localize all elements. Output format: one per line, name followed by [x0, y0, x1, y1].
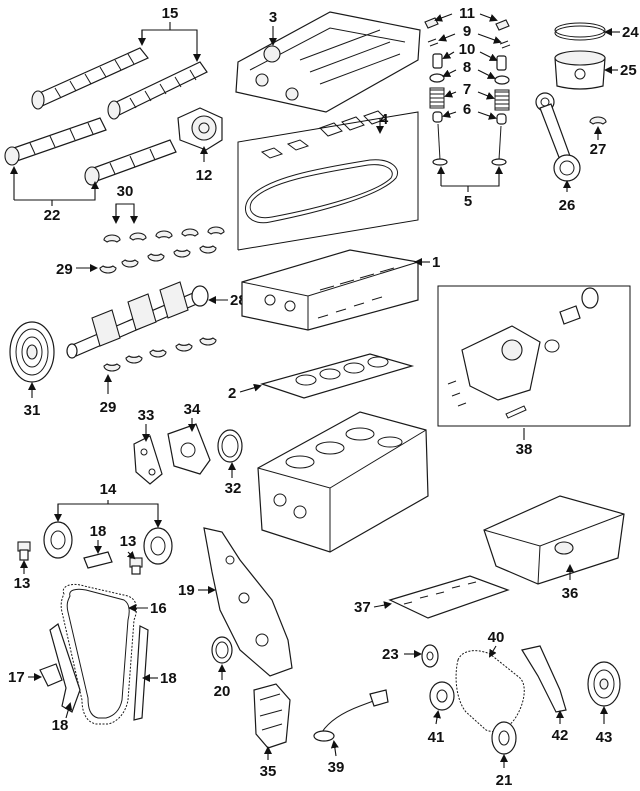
callout-19: 19 — [178, 582, 195, 599]
callout-27: 27 — [590, 141, 607, 158]
balance-chain-40[interactable] — [455, 650, 525, 733]
phaser-bolt-13b[interactable] — [129, 557, 143, 575]
callout-18-right: 18 — [160, 670, 177, 687]
callout-26: 26 — [559, 197, 576, 214]
callout-18-left: 18 — [52, 717, 69, 734]
valve-lifters-10[interactable] — [432, 53, 507, 71]
callout-34: 34 — [184, 401, 201, 418]
callout-1: 1 — [432, 254, 440, 271]
callout-4: 4 — [380, 111, 389, 128]
valve-spring-seats-8[interactable] — [429, 73, 510, 85]
front-crank-seal-20[interactable] — [211, 636, 233, 664]
callout-38: 38 — [516, 441, 533, 458]
timing-chain-guide-18a[interactable] — [83, 551, 113, 569]
callout-43: 43 — [596, 729, 613, 746]
engine-block[interactable] — [257, 411, 429, 553]
oil-filter-housing-35[interactable] — [253, 683, 291, 749]
idler-41[interactable] — [429, 681, 455, 711]
callout-14: 14 — [100, 481, 117, 498]
callout-8: 8 — [463, 59, 471, 76]
callout-6: 6 — [463, 101, 471, 118]
timing-guide-cover-33[interactable] — [133, 435, 163, 485]
crankshaft[interactable] — [66, 281, 209, 359]
callout-12: 12 — [196, 167, 213, 184]
valve-seals-6[interactable] — [432, 111, 507, 125]
callout-33: 33 — [138, 407, 155, 424]
camshaft-pair[interactable] — [31, 47, 208, 120]
callout-25: 25 — [620, 62, 637, 79]
head-gasket[interactable] — [259, 353, 415, 399]
callout-13-left: 13 — [14, 575, 31, 592]
callout-9: 9 — [463, 23, 471, 40]
main-bearings-lower[interactable] — [99, 245, 217, 274]
rod-bearings[interactable] — [589, 116, 607, 125]
chain-tensioner-arm[interactable] — [49, 623, 81, 713]
callout-31: 31 — [24, 402, 41, 419]
cylinder-head[interactable] — [241, 249, 419, 331]
callout-41: 41 — [428, 729, 445, 746]
callout-20: 20 — [214, 683, 231, 700]
callout-18-top: 18 — [90, 523, 107, 540]
callout-15: 15 — [162, 5, 179, 22]
main-bearings-lower-2[interactable] — [103, 337, 217, 372]
balance-sprocket-43[interactable] — [587, 661, 621, 707]
callout-36: 36 — [562, 585, 579, 602]
chain-tensioner-17[interactable] — [39, 663, 63, 687]
cover-gaskets[interactable] — [245, 110, 398, 224]
callout-23: 23 — [382, 646, 399, 663]
callout-13-right: 13 — [120, 533, 137, 550]
timing-chain[interactable] — [60, 583, 137, 725]
oil-pump-assembly[interactable] — [447, 287, 599, 419]
chain-guide-right[interactable] — [133, 625, 149, 721]
callout-16: 16 — [150, 600, 167, 617]
callout-2: 2 — [228, 385, 236, 402]
piston-rings[interactable] — [554, 22, 606, 41]
oil-pickup-tube[interactable] — [313, 689, 389, 742]
callout-22: 22 — [44, 207, 61, 224]
callout-17: 17 — [8, 669, 25, 686]
main-bearings-upper[interactable] — [103, 226, 225, 243]
sprocket-23[interactable] — [421, 644, 439, 668]
crank-seal-32[interactable] — [217, 429, 243, 463]
crank-sprocket-21[interactable] — [491, 721, 517, 755]
callout-21: 21 — [496, 772, 513, 789]
callout-11: 11 — [459, 5, 475, 22]
timing-cover[interactable] — [203, 527, 293, 677]
callout-30: 30 — [117, 183, 134, 200]
oil-pan-baffle[interactable] — [388, 575, 510, 619]
vacuum-pump[interactable] — [177, 107, 223, 151]
balance-chain-guide-42[interactable] — [521, 645, 567, 713]
valve-springs-7[interactable] — [429, 87, 510, 111]
callout-7: 7 — [463, 81, 471, 98]
callout-42: 42 — [552, 727, 569, 744]
balance-shaft-pair[interactable] — [4, 117, 177, 186]
callout-24: 24 — [622, 24, 639, 41]
callout-35: 35 — [260, 763, 277, 780]
gasket-plate-34[interactable] — [167, 423, 211, 475]
callout-39: 39 — [328, 759, 345, 776]
callout-37: 37 — [354, 599, 371, 616]
cam-phasers[interactable] — [43, 521, 173, 565]
callout-29-upper: 29 — [56, 261, 73, 278]
crankshaft-pulley[interactable] — [9, 321, 55, 383]
callout-29-lower: 29 — [100, 399, 117, 416]
oil-pan[interactable] — [483, 495, 625, 585]
phaser-bolt-13a[interactable] — [17, 541, 31, 561]
valve-cover[interactable] — [235, 11, 421, 113]
callout-3: 3 — [269, 9, 277, 26]
callout-10: 10 — [459, 41, 476, 58]
callout-40: 40 — [488, 629, 505, 646]
connecting-rod[interactable] — [535, 92, 581, 182]
callout-5: 5 — [464, 193, 472, 210]
valves[interactable] — [432, 123, 507, 166]
piston[interactable] — [554, 50, 606, 90]
callout-32: 32 — [225, 480, 242, 497]
